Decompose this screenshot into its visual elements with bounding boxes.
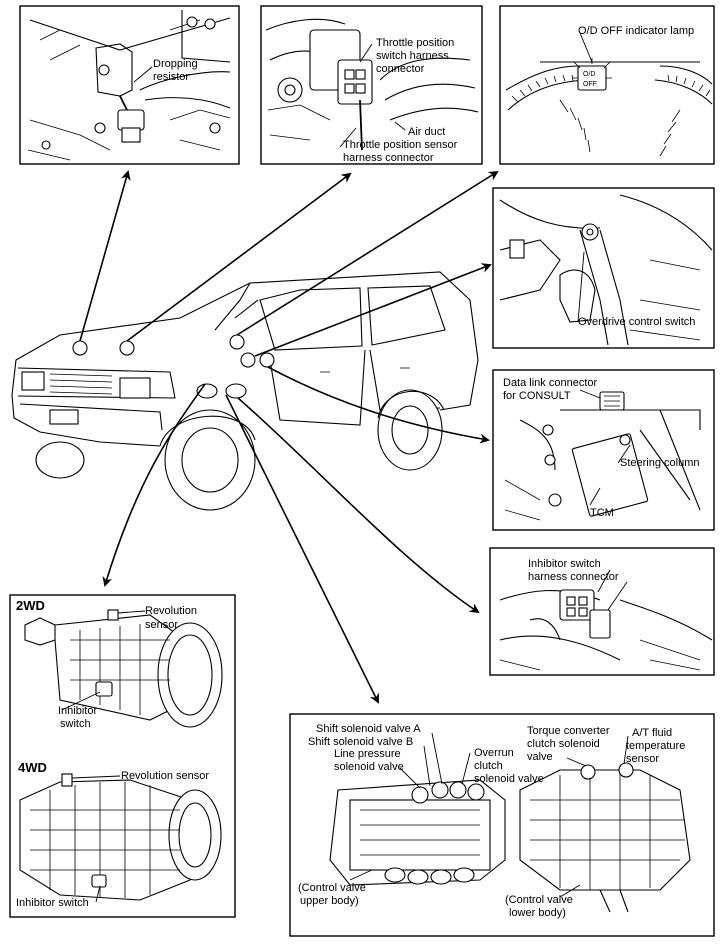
arrow-to-inhibitor-connector xyxy=(237,397,480,614)
throttle-switch-label-3: connector xyxy=(376,63,425,75)
revolution-sensor-4wd-label: Revolution sensor xyxy=(121,770,209,782)
overdrive-switch-panel: Overdrive control switch xyxy=(492,187,715,349)
dropping-resistor-label-2: resistor xyxy=(153,71,189,83)
label-2wd: 2WD xyxy=(16,598,45,613)
lamp-od-text: O/D xyxy=(583,71,595,78)
steering-column-label: Steering column xyxy=(620,457,700,469)
arrow-to-transmission xyxy=(102,383,206,587)
shift-solenoid-a-label: Shift solenoid valve A xyxy=(316,723,421,735)
transmission-4wd xyxy=(19,773,222,903)
data-link-panel: Data link connector for CONSULT Steering… xyxy=(492,369,715,531)
dropping-resistor-panel: Dropping resistor xyxy=(19,5,240,165)
revolution-sensor-2wd-label-2: sensor xyxy=(145,619,178,631)
throttle-sensor-label-1: Throttle position sensor xyxy=(343,139,458,151)
vehicle-illustration xyxy=(11,271,479,511)
data-link-label-1: Data link connector xyxy=(503,377,597,389)
lower-body-label-2: lower body) xyxy=(509,907,566,919)
fluid-temp-label-1: A/T fluid xyxy=(632,727,672,739)
upper-body-label-1: (Control valve xyxy=(298,882,366,894)
control-valve-panel: Shift solenoid valve A Shift solenoid va… xyxy=(289,713,715,937)
inhibitor-2wd-label-2: switch xyxy=(60,718,91,730)
control-valve-upper-body xyxy=(329,779,506,886)
callout-arrows xyxy=(79,170,499,704)
inhibitor-connector-panel: Inhibitor switch harness connector xyxy=(489,547,715,676)
inhibitor-connector-label-1: Inhibitor switch xyxy=(528,558,601,570)
fluid-temp-label-2: temperature xyxy=(626,740,685,752)
shift-solenoid-b-label: Shift solenoid valve B xyxy=(308,736,413,748)
overrun-label-1: Overrun xyxy=(474,747,514,759)
tcc-solenoid-label-1: Torque converter xyxy=(527,725,610,737)
label-4wd: 4WD xyxy=(18,760,47,775)
data-link-label-2: for CONSULT xyxy=(503,390,571,402)
throttle-sensor-label-2: harness connector xyxy=(343,152,434,164)
control-valve-lower-body xyxy=(519,762,691,913)
dropping-resistor-label-1: Dropping xyxy=(153,58,198,70)
throttle-position-panel: Throttle position switch harness connect… xyxy=(260,5,483,165)
revolution-sensor-2wd-label-1: Revolution xyxy=(145,605,197,617)
air-duct-label: Air duct xyxy=(408,126,445,138)
transmission-2wd xyxy=(24,609,223,728)
upper-body-label-2: upper body) xyxy=(300,895,359,907)
overrun-label-2: clutch xyxy=(474,760,503,772)
overdrive-switch-label: Overdrive control switch xyxy=(578,316,695,328)
location-overdrive-switch xyxy=(240,352,256,368)
location-dropping-resistor xyxy=(72,340,88,356)
lower-body-label-1: (Control valve xyxy=(505,894,573,906)
arrow-to-data-link xyxy=(267,366,490,444)
transmission-panel: 2WD Revolution sensor Inhibitor switch 4… xyxy=(9,594,236,918)
fluid-temp-label-3: sensor xyxy=(626,753,659,765)
overrun-label-3: solenoid valve xyxy=(474,773,544,785)
arrow-to-control-valve xyxy=(225,394,379,704)
od-off-lamp-label: O/D OFF indicator lamp xyxy=(578,25,694,37)
gauge-ticks-right xyxy=(659,74,711,157)
lamp-off-text: OFF xyxy=(583,81,597,88)
arrow-to-od-lamp xyxy=(236,170,499,336)
arrow-to-overdrive-switch xyxy=(254,263,492,357)
line-pressure-label-1: Line pressure xyxy=(334,748,401,760)
line-pressure-label-2: solenoid valve xyxy=(334,761,404,773)
inhibitor-4wd-label: Inhibitor switch xyxy=(16,897,89,909)
arrow-to-dropping-resistor xyxy=(79,170,131,342)
tcc-solenoid-label-3: valve xyxy=(527,751,553,763)
throttle-switch-label-1: Throttle position xyxy=(376,37,454,49)
od-off-lamp-panel: O/D OFF O/D OFF indicator lamp xyxy=(499,5,715,165)
tcm-label: TCM xyxy=(590,507,614,519)
gauge-ticks-left xyxy=(511,74,591,153)
location-data-link xyxy=(259,352,275,368)
tcc-solenoid-label-2: clutch solenoid xyxy=(527,738,600,750)
inhibitor-2wd-label-1: Inhibitor xyxy=(58,705,97,717)
inhibitor-connector-label-2: harness connector xyxy=(528,571,619,583)
arrow-to-throttle-sensor xyxy=(126,172,352,342)
location-throttle-sensor xyxy=(119,340,135,356)
throttle-switch-label-2: switch harness xyxy=(376,50,449,62)
location-inhibitor xyxy=(225,383,247,399)
location-od-lamp xyxy=(229,334,245,350)
